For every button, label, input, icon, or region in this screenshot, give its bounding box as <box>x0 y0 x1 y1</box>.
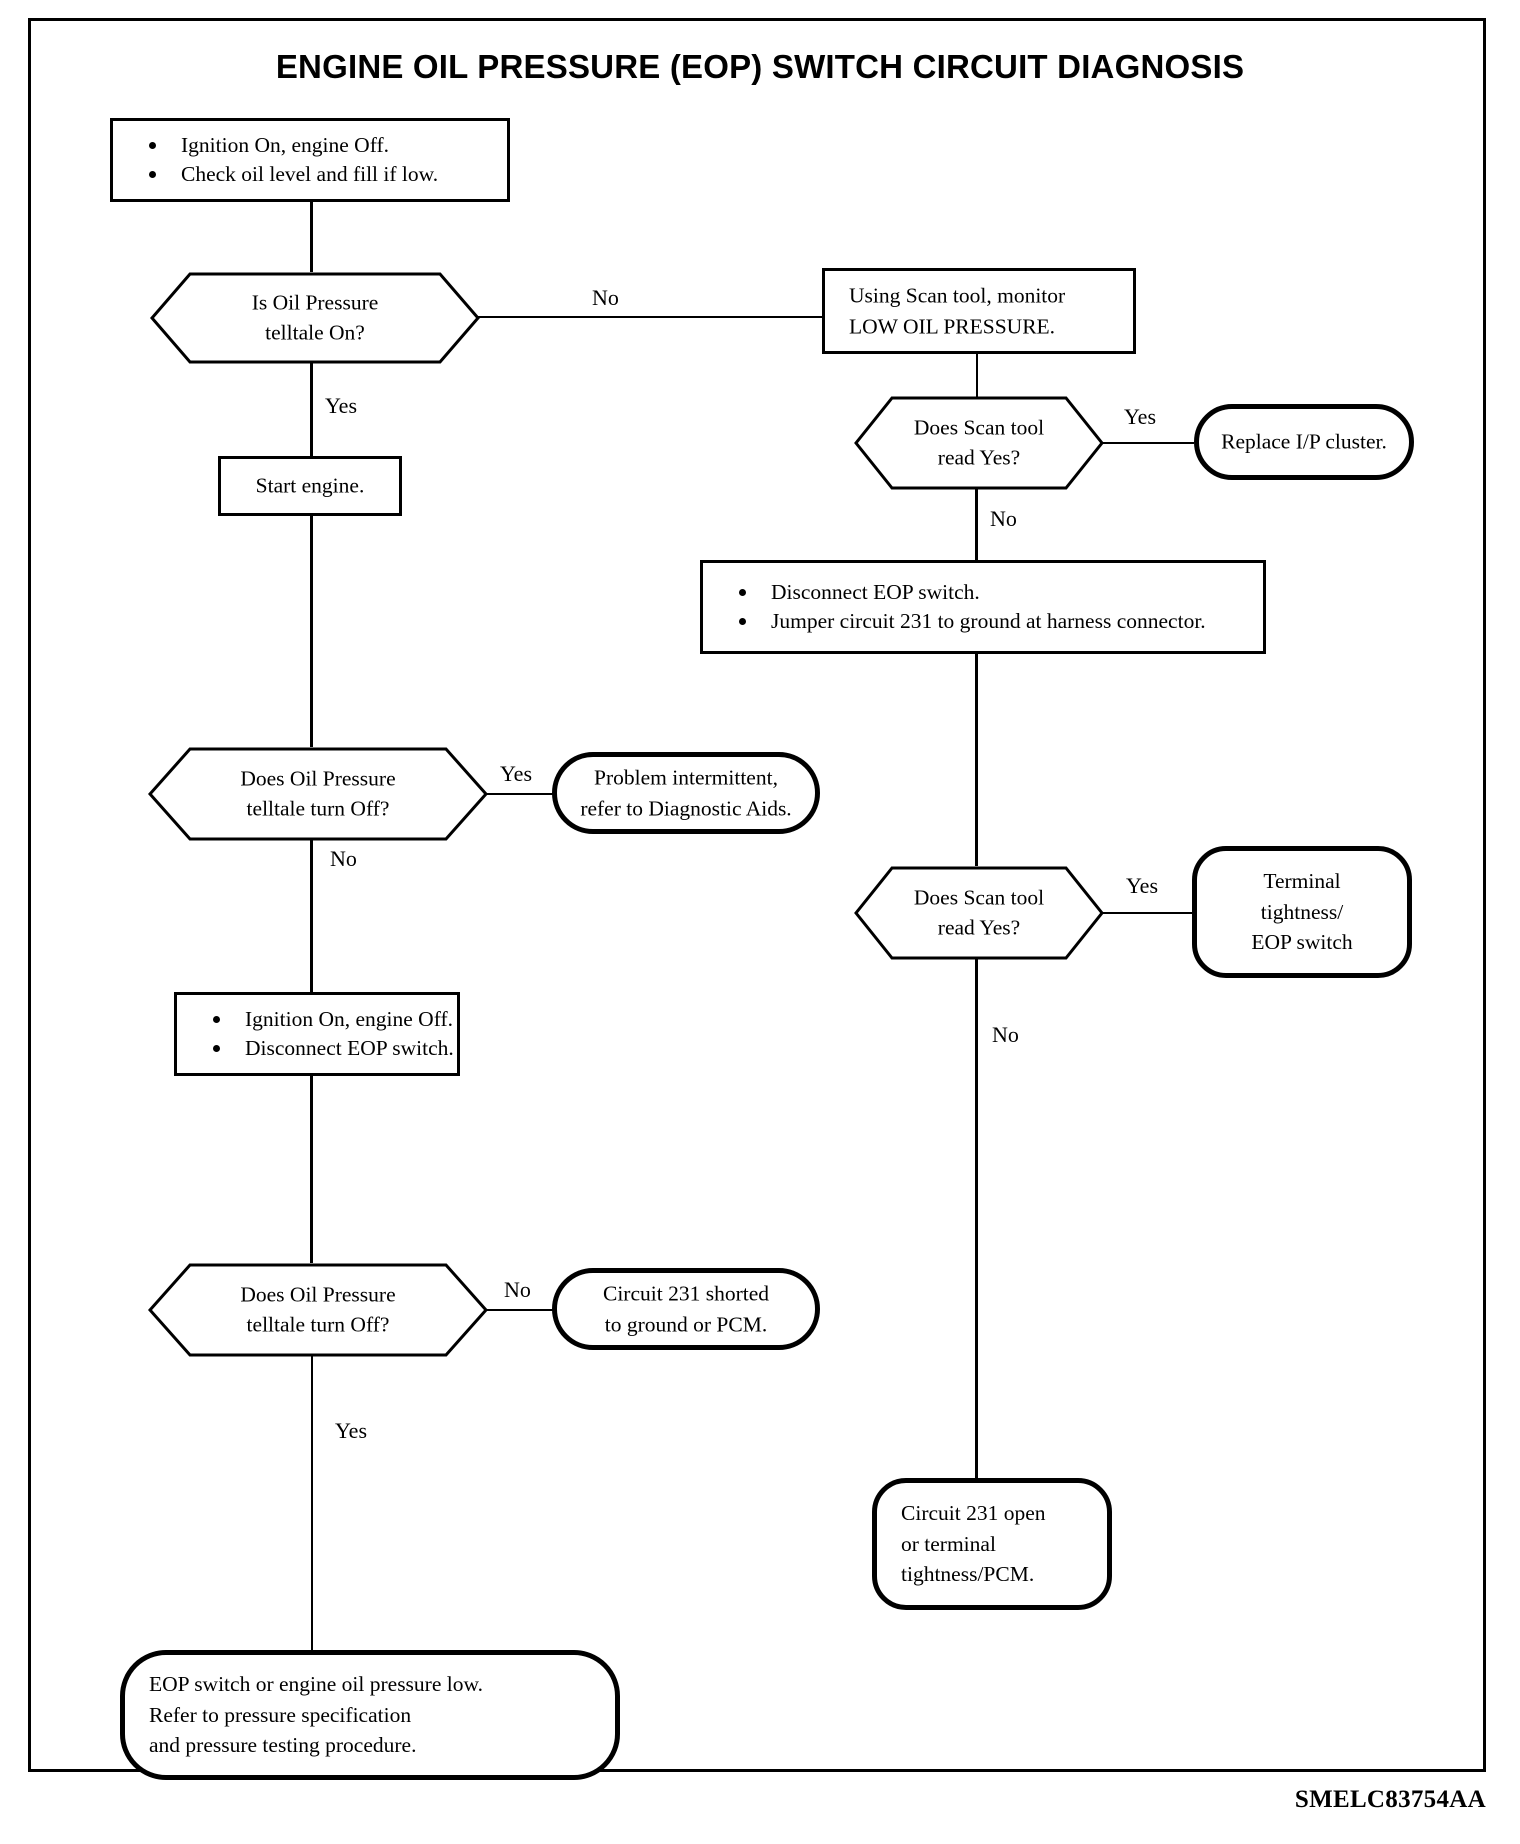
edge-label-scan-2-no: No <box>992 1022 1019 1047</box>
disconnect-jumper-bullets: Disconnect EOP switch. Jumper circuit 23… <box>725 575 1253 639</box>
list-item: Ignition On, engine Off. <box>135 134 497 157</box>
node-decision-telltale-off-2: Does Oil Pressure telltale turn Off? <box>148 1263 488 1357</box>
list-item: Disconnect EOP switch. <box>199 1037 454 1060</box>
connector-scan-1-yes <box>1102 442 1194 444</box>
hexagon-shape <box>150 272 480 364</box>
start-engine-label: Start engine. <box>255 473 365 498</box>
scan-tool-monitor-label: Using Scan tool, monitor LOW OIL PRESSUR… <box>849 283 1066 338</box>
connector-scan-2-yes <box>1102 912 1192 914</box>
node-decision-telltale-off-1: Does Oil Pressure telltale turn Off? <box>148 747 488 841</box>
document-reference-code: SMELC83754AA <box>1294 1786 1486 1813</box>
connector-scan-2-no <box>975 958 978 1481</box>
edge-label-telltale-off-2-no: No <box>504 1277 531 1302</box>
replace-cluster-label: Replace I/P cluster. <box>1221 429 1387 454</box>
eop-switch-low-label: EOP switch or engine oil pressure low. R… <box>149 1672 483 1758</box>
connector-scan-monitor-to-scan-1 <box>976 354 978 400</box>
edge-label-scan-1-yes: Yes <box>1124 404 1157 429</box>
node-scan-tool-monitor: Using Scan tool, monitor LOW OIL PRESSUR… <box>822 268 1136 354</box>
connector-start-engine-to-telltale-off-1 <box>310 516 313 747</box>
node-circuit-shorted: Circuit 231 shorted to ground or PCM. <box>552 1268 820 1350</box>
connector-telltale-off-1-no <box>310 839 313 992</box>
connector-disconnect-to-scan-2 <box>975 654 978 866</box>
hexagon-shape <box>854 396 1104 490</box>
edge-label-scan-1-no: No <box>990 506 1017 531</box>
connector-telltale-off-1-yes <box>486 793 554 795</box>
page-title: ENGINE OIL PRESSURE (EOP) SWITCH CIRCUIT… <box>275 48 1245 85</box>
edge-label-telltale-off-1-yes: Yes <box>500 761 533 786</box>
circuit-open-label: Circuit 231 open or terminal tightness/P… <box>901 1501 1046 1587</box>
list-item: Ignition On, engine Off. <box>199 1008 453 1031</box>
ignition-disconnect-bullets: Ignition On, engine Off. Disconnect EOP … <box>199 1002 454 1066</box>
node-ignition-disconnect: Ignition On, engine Off. Disconnect EOP … <box>174 992 460 1076</box>
node-terminal-tightness: Terminal tightness/ EOP switch <box>1192 846 1412 978</box>
node-disconnect-jumper: Disconnect EOP switch. Jumper circuit 23… <box>700 560 1266 654</box>
edge-label-telltale-off-2-yes: Yes <box>335 1418 368 1443</box>
edge-label-scan-2-yes: Yes <box>1126 873 1159 898</box>
node-decision-telltale-on: Is Oil Pressure telltale On? <box>150 272 480 364</box>
start-step-bullets: Ignition On, engine Off. Check oil level… <box>135 128 497 192</box>
page-border <box>28 18 1486 1772</box>
connector-telltale-on-no <box>478 316 822 318</box>
node-decision-scan-1: Does Scan tool read Yes? <box>854 396 1104 490</box>
list-item: Check oil level and fill if low. <box>135 163 497 186</box>
node-start-engine: Start engine. <box>218 456 402 516</box>
node-eop-switch-low: EOP switch or engine oil pressure low. R… <box>120 1650 620 1780</box>
connector-telltale-off-2-yes <box>311 1355 313 1655</box>
connector-telltale-off-2-no <box>486 1309 554 1311</box>
node-problem-intermittent: Problem intermittent, refer to Diagnosti… <box>552 752 820 834</box>
node-decision-scan-2: Does Scan tool read Yes? <box>854 866 1104 960</box>
edge-label-telltale-off-1-no: No <box>330 846 357 871</box>
terminal-tightness-label: Terminal tightness/ EOP switch <box>1251 869 1353 955</box>
connector-ignition-to-telltale-off-2 <box>310 1076 313 1263</box>
edge-label-telltale-on-no: No <box>592 285 619 310</box>
connector-telltale-on-yes <box>310 362 313 466</box>
connector-scan-1-no <box>975 488 978 566</box>
connector-start-to-telltale-on <box>310 202 313 272</box>
hexagon-shape <box>854 866 1104 960</box>
node-replace-cluster: Replace I/P cluster. <box>1194 404 1414 480</box>
node-circuit-open: Circuit 231 open or terminal tightness/P… <box>872 1478 1112 1610</box>
node-start-step: Ignition On, engine Off. Check oil level… <box>110 118 510 202</box>
list-item: Disconnect EOP switch. <box>725 581 1253 604</box>
hexagon-shape <box>148 747 488 841</box>
hexagon-shape <box>148 1263 488 1357</box>
edge-label-telltale-on-yes: Yes <box>325 393 358 418</box>
list-item: Jumper circuit 231 to ground at harness … <box>725 610 1253 633</box>
problem-intermittent-label: Problem intermittent, refer to Diagnosti… <box>580 765 792 820</box>
circuit-shorted-label: Circuit 231 shorted to ground or PCM. <box>602 1281 769 1336</box>
